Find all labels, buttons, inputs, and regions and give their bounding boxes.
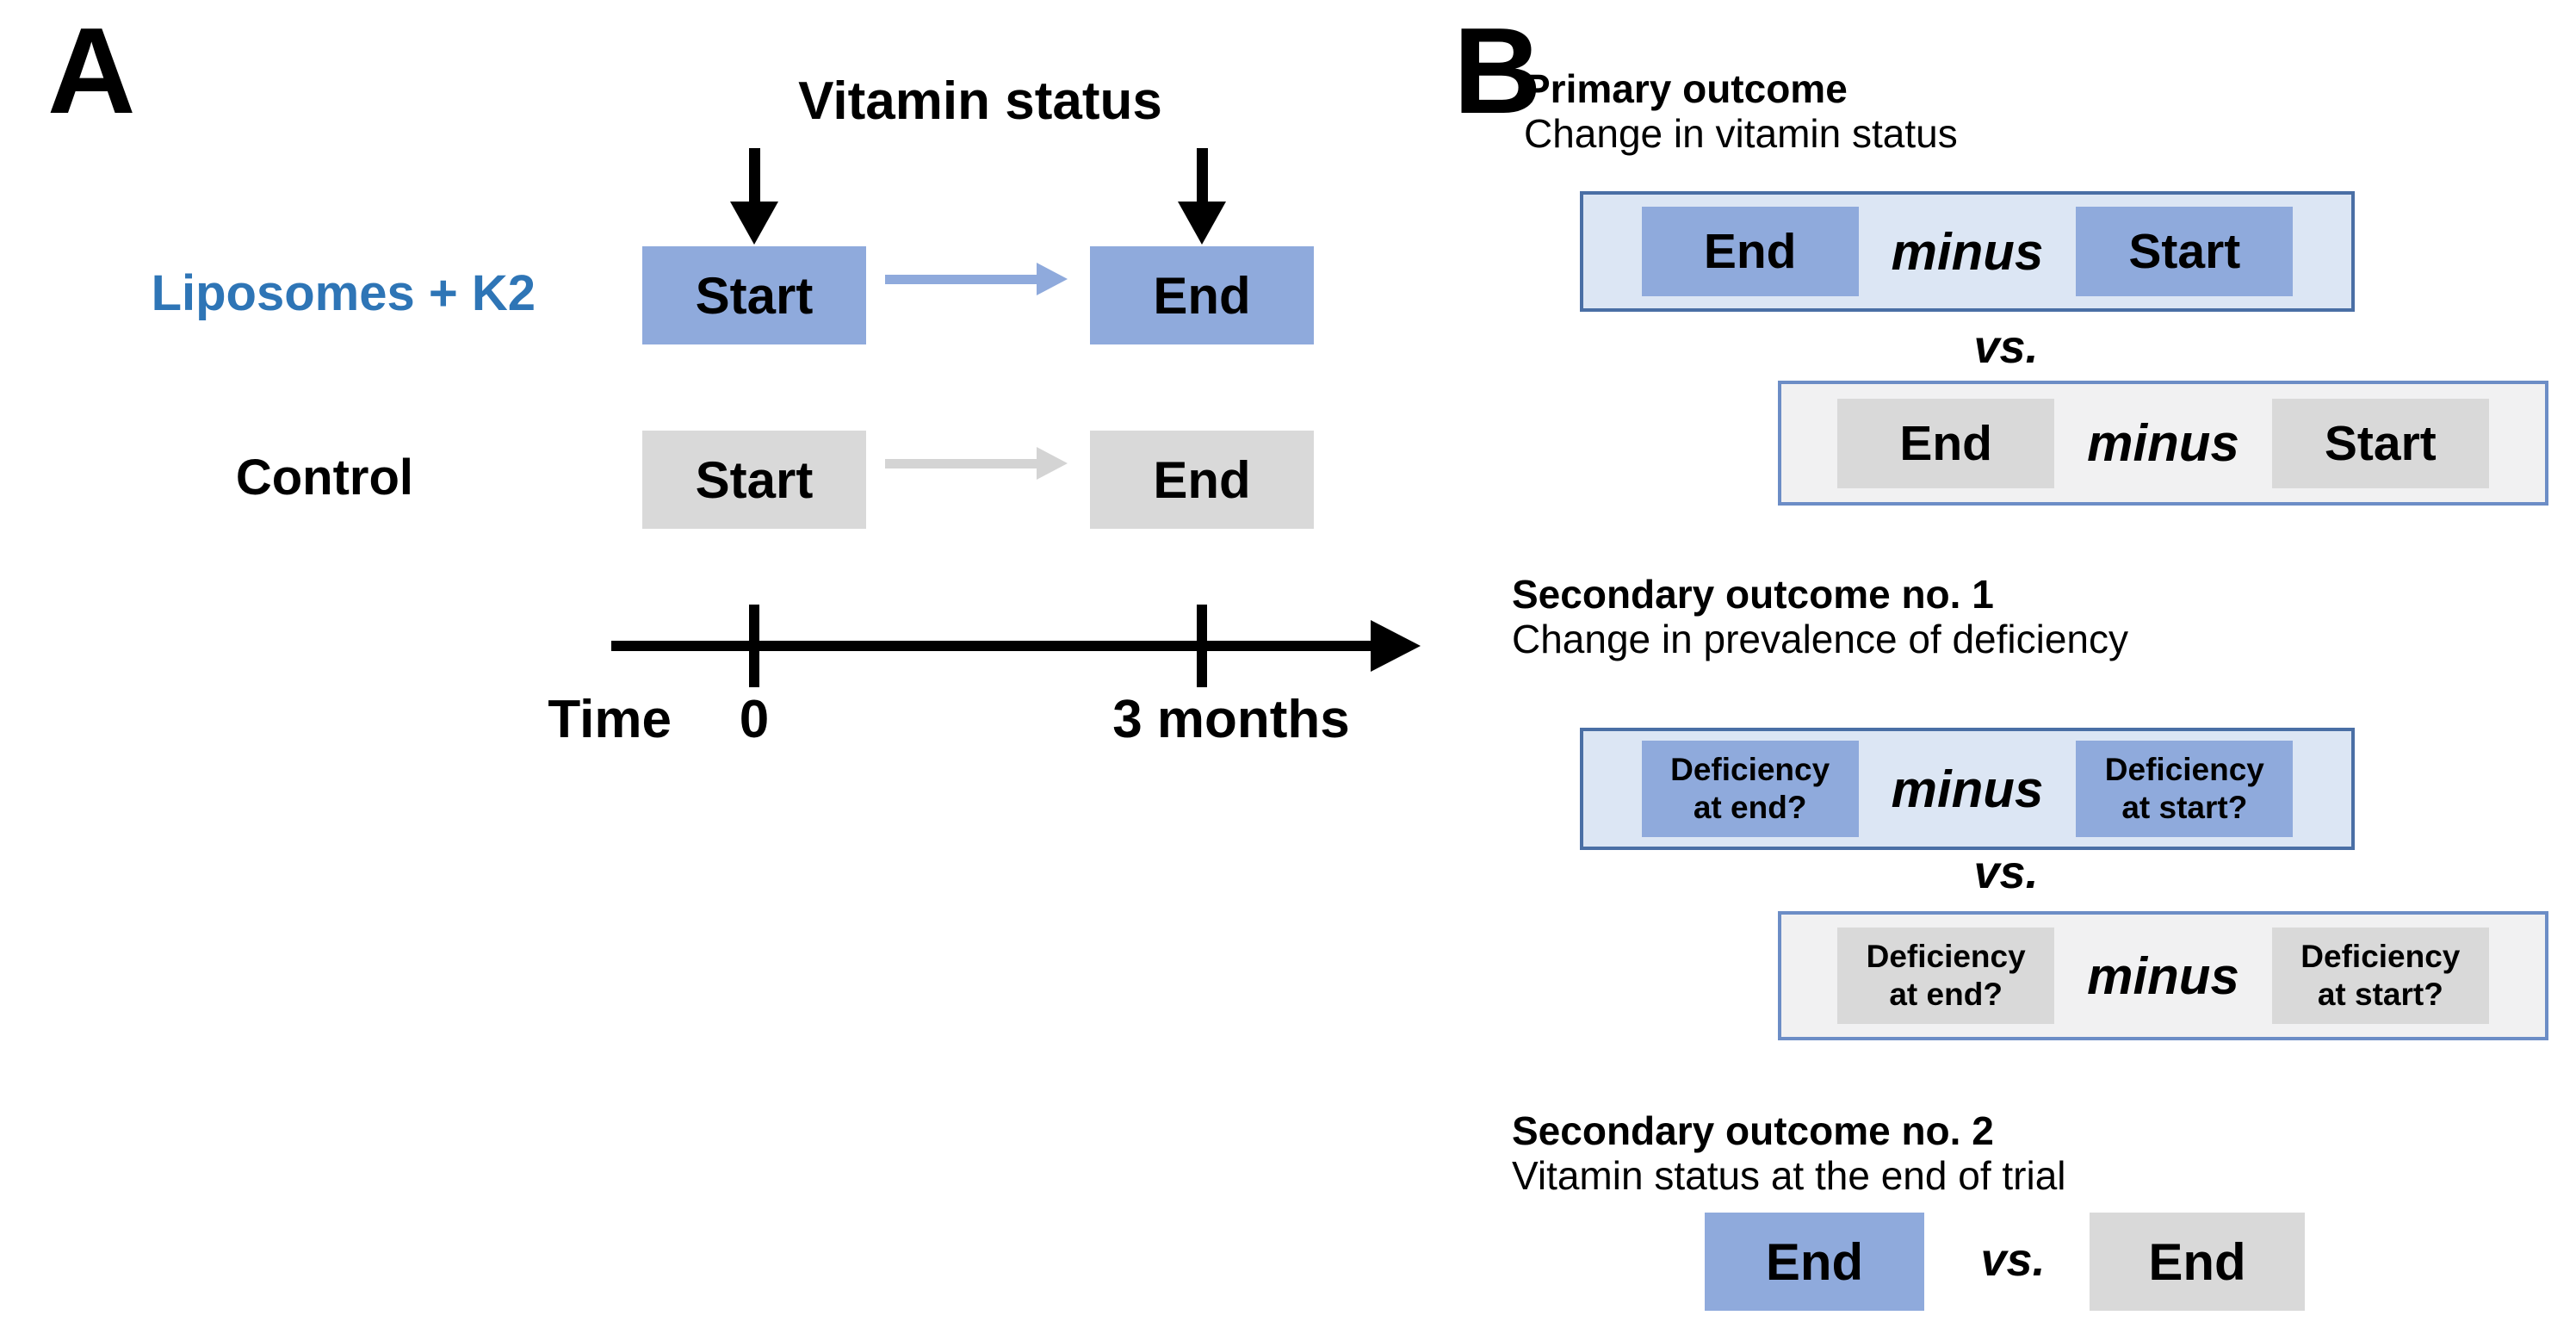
secondary1-treatment-end-box: Deficiency at end?	[1641, 741, 1859, 837]
down-arrow-head	[730, 202, 778, 245]
minus-operator: minus	[2087, 946, 2239, 1005]
primary-outcome-header: Primary outcome Change in vitamin status	[1524, 66, 1958, 157]
primary-outcome-title: Primary outcome	[1524, 66, 1848, 111]
primary-treatment-end-box: End	[1641, 207, 1859, 296]
secondary2-treatment-end-box: End	[1705, 1213, 1924, 1311]
arrow-shaft	[885, 458, 1037, 468]
primary-treatment-container: End minus Start	[1580, 191, 2355, 312]
timeline-tick-label-3months: 3 months	[1112, 690, 1350, 749]
deficiency-line1: Deficiency	[1670, 751, 1830, 787]
secondary1-control-end-box: Deficiency at end?	[1837, 928, 2055, 1024]
deficiency-line1: Deficiency	[2300, 938, 2461, 974]
panel-a-label: A	[47, 3, 136, 140]
vs-label: vs.	[1973, 321, 2039, 373]
secondary1-control-container: Deficiency at end? minus Deficiency at s…	[1778, 911, 2548, 1040]
panel-b-label: B	[1453, 3, 1542, 140]
secondary1-control-start-box: Deficiency at start?	[2271, 928, 2489, 1024]
down-arrow-stem	[748, 148, 760, 202]
secondary2-control-end-box: End	[2090, 1213, 2305, 1311]
deficiency-line2: at end?	[1889, 977, 2003, 1012]
vs-label: vs.	[1973, 847, 2039, 898]
primary-treatment-start-box: Start	[2076, 207, 2294, 296]
down-arrow-icon	[730, 148, 778, 245]
control-start-box: Start	[642, 431, 866, 529]
minus-operator: minus	[1891, 222, 2044, 281]
deficiency-line1: Deficiency	[2104, 751, 2264, 787]
down-arrow-head	[1178, 202, 1226, 245]
timeline-axis	[611, 641, 1372, 651]
down-arrow-icon	[1178, 148, 1226, 245]
arrow-shaft	[885, 274, 1037, 284]
treatment-end-box: End	[1090, 246, 1314, 344]
control-end-box: End	[1090, 431, 1314, 529]
right-arrow-icon	[885, 263, 1068, 295]
primary-control-container: End minus Start	[1778, 381, 2548, 506]
secondary2-outcome-title: Secondary outcome no. 2	[1512, 1108, 1994, 1153]
secondary1-treatment-container: Deficiency at end? minus Deficiency at s…	[1580, 728, 2355, 850]
secondary1-outcome-header: Secondary outcome no. 1 Change in preval…	[1512, 572, 2129, 662]
secondary1-outcome-title: Secondary outcome no. 1	[1512, 572, 1994, 617]
group-label-control: Control	[235, 450, 413, 506]
deficiency-line2: at start?	[2121, 790, 2248, 825]
secondary1-treatment-start-box: Deficiency at start?	[2076, 741, 2294, 837]
primary-outcome-subtitle: Change in vitamin status	[1524, 110, 1958, 156]
vitamin-status-annotation: Vitamin status	[798, 71, 1162, 131]
secondary2-outcome-subtitle: Vitamin status at the end of trial	[1512, 1152, 2066, 1198]
secondary2-outcome-header: Secondary outcome no. 2 Vitamin status a…	[1512, 1108, 2066, 1199]
right-arrow-icon	[885, 447, 1068, 480]
arrow-tip	[1037, 447, 1068, 480]
timeline-arrow-icon	[1371, 620, 1421, 672]
secondary1-outcome-subtitle: Change in prevalence of deficiency	[1512, 616, 2129, 661]
treatment-start-box: Start	[642, 246, 866, 344]
minus-operator: minus	[1891, 760, 2044, 818]
deficiency-line1: Deficiency	[1866, 938, 2026, 974]
deficiency-line2: at start?	[2317, 977, 2443, 1012]
timeline-axis-label: Time	[548, 690, 672, 749]
primary-control-end-box: End	[1837, 398, 2055, 488]
group-label-liposomes: Liposomes + K2	[151, 265, 536, 321]
timeline-tick-3months	[1197, 605, 1207, 687]
arrow-tip	[1037, 263, 1068, 295]
timeline-tick-label-0: 0	[739, 690, 770, 749]
down-arrow-stem	[1196, 148, 1208, 202]
primary-control-start-box: Start	[2271, 398, 2489, 488]
minus-operator: minus	[2087, 414, 2239, 472]
vs-label: vs.	[1980, 1234, 2046, 1286]
timeline-tick-0	[749, 605, 759, 687]
deficiency-line2: at end?	[1693, 790, 1807, 825]
